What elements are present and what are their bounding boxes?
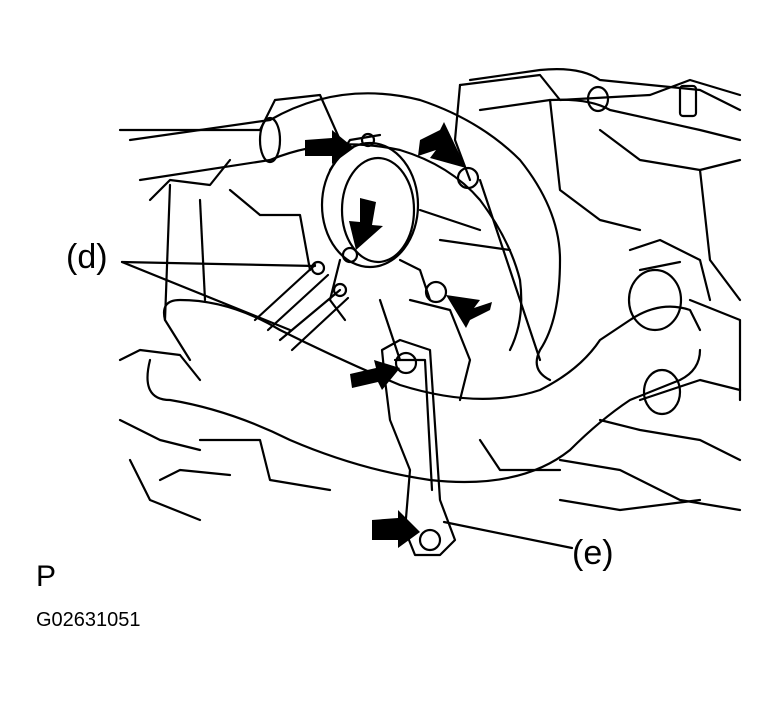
filled-arrow-icon	[446, 295, 492, 328]
view-letter: P	[36, 560, 57, 593]
lower-hose	[146, 238, 712, 484]
bolt-head-icon	[341, 246, 359, 264]
bolt-head-icon	[360, 132, 376, 148]
bolt-head-icon	[418, 528, 442, 552]
engine-block-outline	[118, 73, 742, 522]
bolt-heads	[341, 132, 480, 552]
upper-hose	[128, 68, 742, 382]
filled-arrow-icon	[418, 122, 466, 168]
callout-d: (d)	[66, 238, 108, 276]
leader-lines	[120, 260, 574, 550]
stud-bolts	[253, 260, 350, 352]
filled-arrow-icon	[305, 130, 354, 164]
bolt-head-icon	[394, 351, 418, 375]
filled-arrow-icon	[349, 198, 383, 250]
leader-d-upper	[120, 260, 317, 268]
bolt-head-icon	[424, 280, 448, 304]
leader-e	[442, 520, 574, 550]
pointer-arrows	[305, 122, 492, 548]
hose-bracket	[380, 338, 457, 557]
filled-arrow-icon	[372, 510, 420, 548]
leader-d-lower	[120, 260, 292, 332]
figure-code: G02631051	[36, 609, 141, 631]
callout-e: (e)	[572, 534, 614, 572]
bolt-head-icon	[456, 166, 480, 190]
filled-arrow-icon	[350, 360, 400, 390]
